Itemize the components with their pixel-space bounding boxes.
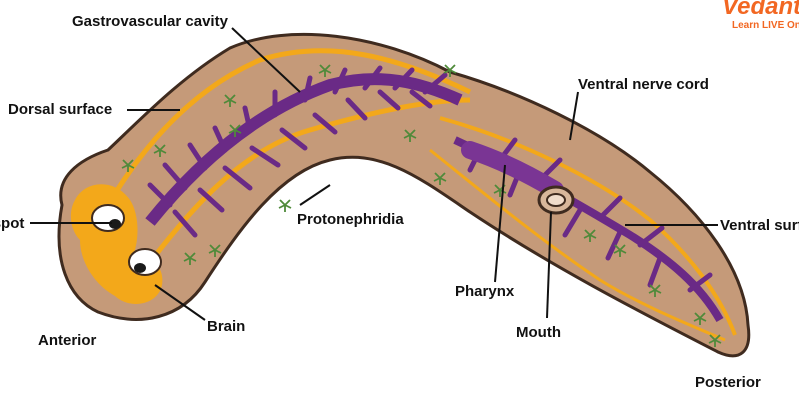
brand-logo-text: Vedantu: [722, 0, 799, 20]
label-mouth: Mouth: [516, 324, 561, 341]
protonephridium: [279, 200, 291, 212]
label-posterior: Posterior: [695, 374, 761, 391]
label-ventral-nerve-cord: Ventral nerve cord: [578, 76, 709, 93]
label-dorsal-surface: Dorsal surface: [8, 101, 112, 118]
eyespot-right: [129, 249, 161, 275]
brand-logo-tagline: Learn LIVE Online: [732, 20, 799, 31]
label-eyespot: Eyespot: [0, 215, 24, 232]
leader-protonephridia: [300, 185, 330, 205]
label-protonephridia: Protonephridia: [297, 211, 404, 228]
mouth-inner: [547, 194, 565, 206]
label-ventral-surface: Ventral surface: [720, 217, 799, 234]
label-gastrovascular-cavity: Gastrovascular cavity: [72, 13, 229, 30]
label-pharynx: Pharynx: [455, 283, 515, 300]
label-brain: Brain: [207, 318, 245, 335]
eyespot-right-pupil: [134, 263, 146, 273]
label-anterior: Anterior: [38, 332, 97, 349]
